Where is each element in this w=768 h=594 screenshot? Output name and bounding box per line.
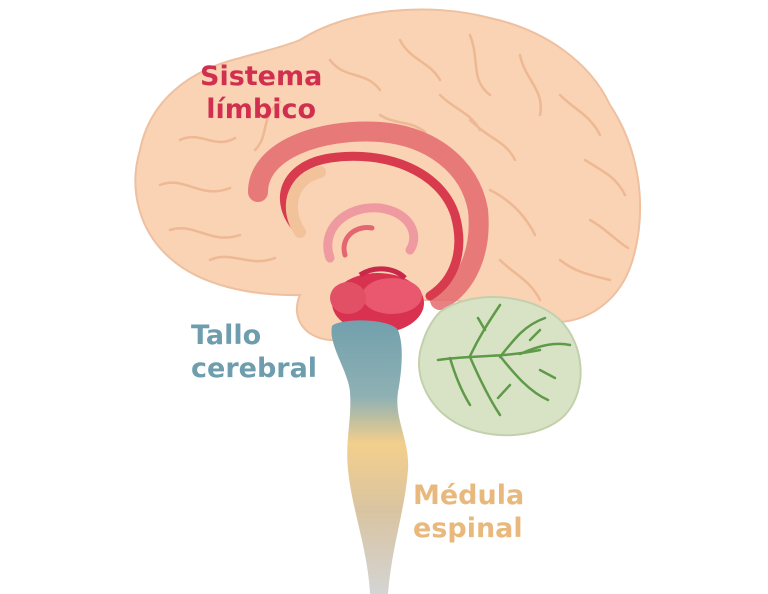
spinal-cord-label-line2: espinal [413,513,523,544]
limbic-core [330,266,424,333]
limbic-system-label: Sistema límbico [200,60,322,126]
fornix [323,203,419,263]
corpus-callosum [279,151,464,301]
cerebellum [418,296,582,437]
brainstem-spinal-cord [331,320,409,594]
limbic-label-line1: Sistema [200,61,323,92]
spinal-cord-label-line1: Médula [413,480,525,511]
brainstem-label-line2: cerebral [191,353,318,384]
spinal-cord-label: Médula espinal [413,479,524,545]
limbic-label-line2: límbico [206,94,317,125]
brainstem-label-line1: Tallo [191,320,262,351]
cingulate-gyrus [248,121,489,310]
cerebellum-veins [436,303,572,417]
brainstem-label: Tallo cerebral [191,319,317,385]
sulci-lines [158,33,630,302]
